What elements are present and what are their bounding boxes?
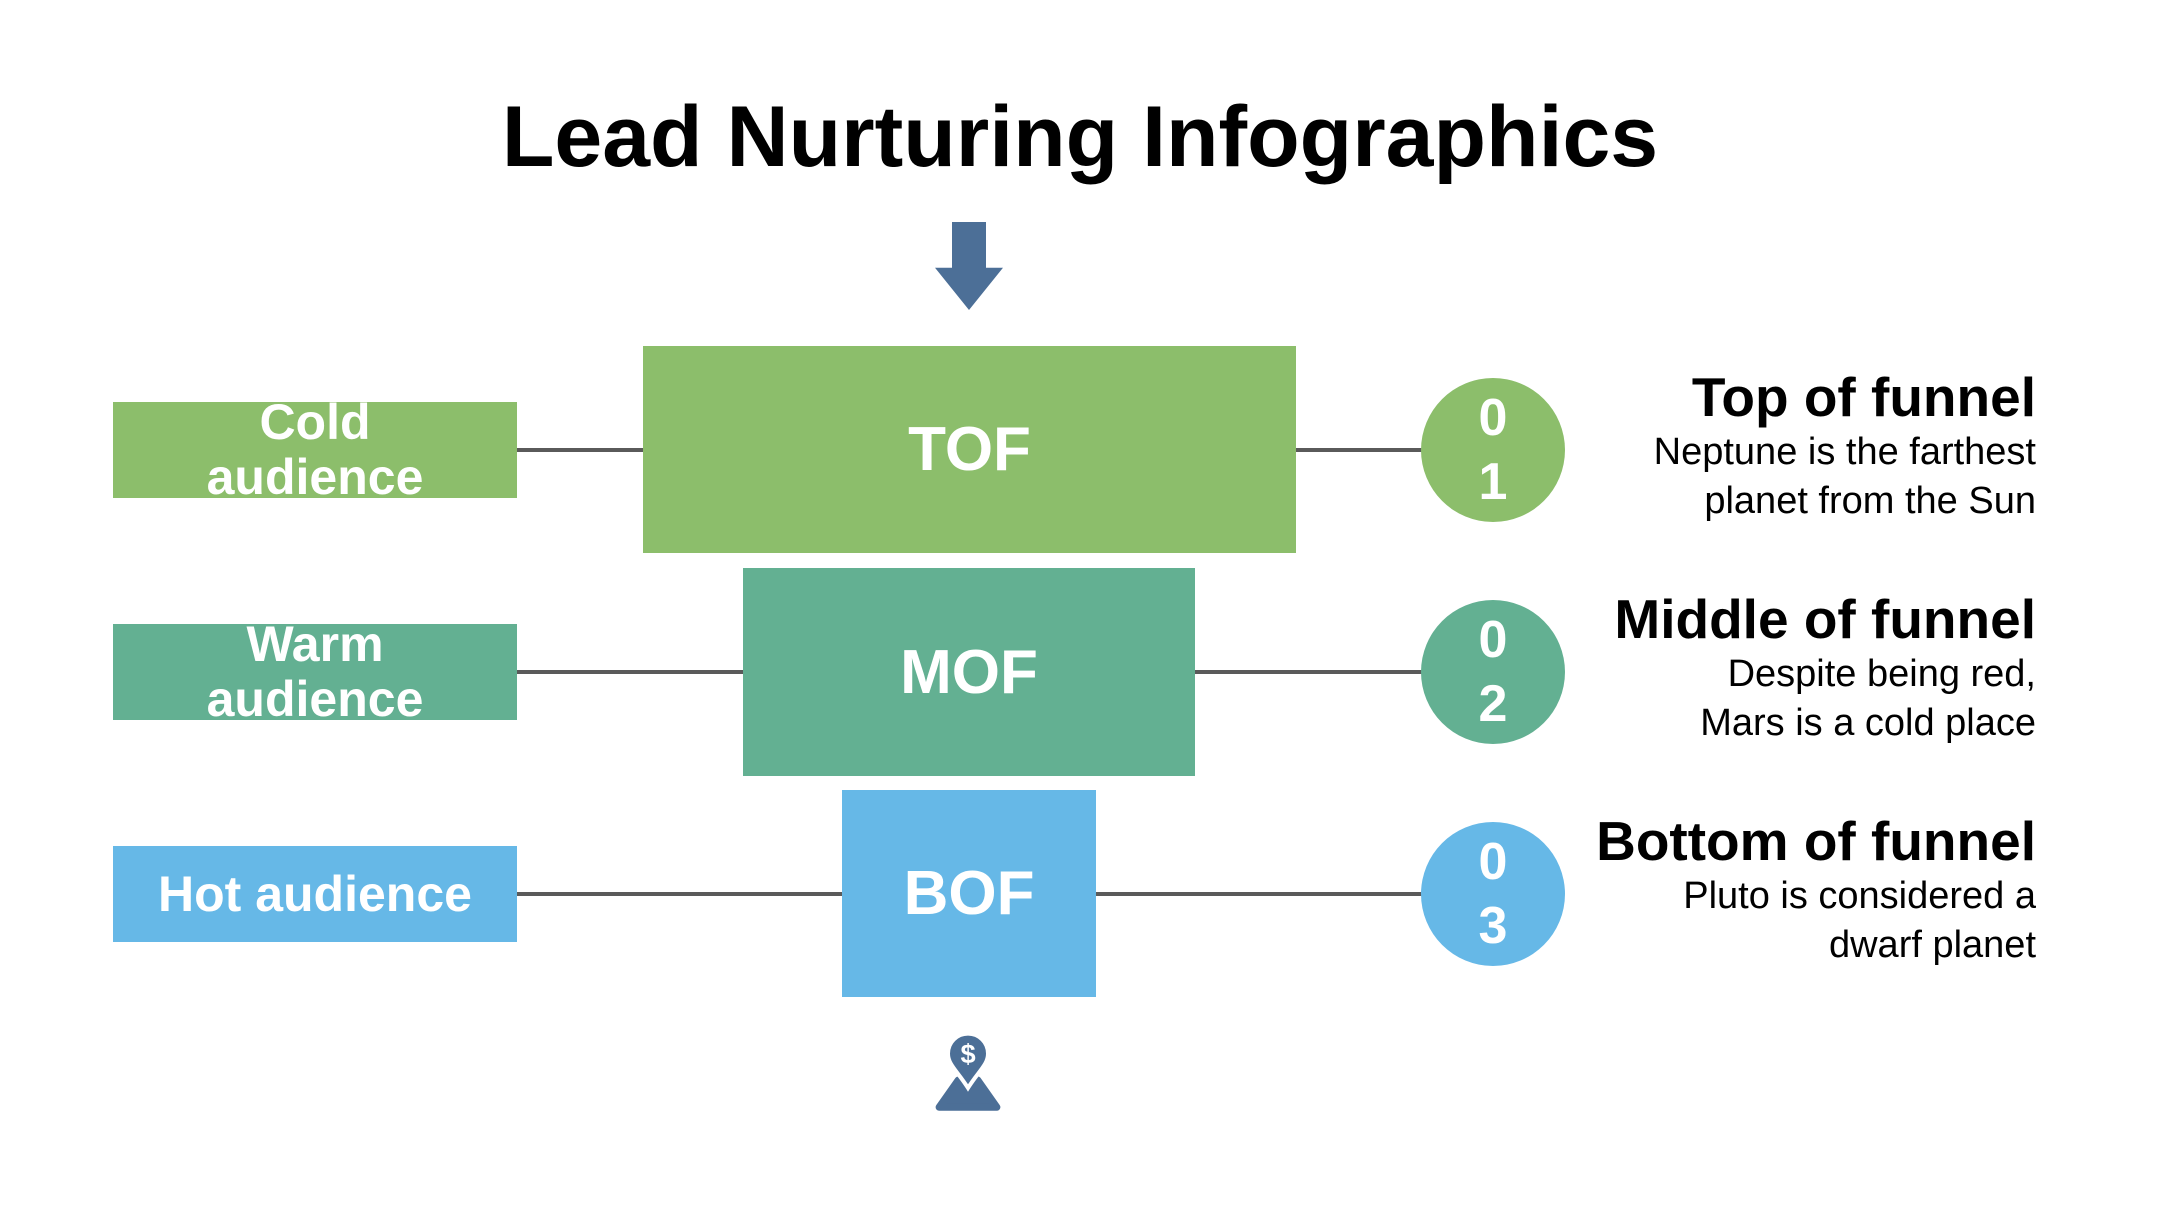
- page-title: Lead Nurturing Infographics: [501, 89, 1659, 185]
- dollar-sign-glyph: $: [960, 1038, 975, 1069]
- funnel-stage-label: TOF: [908, 415, 1031, 484]
- step-number-badge: 0 3: [1421, 822, 1565, 966]
- audience-label-line: audience: [206, 449, 424, 505]
- audience-label-box-hot: Hot audience: [113, 846, 517, 942]
- step-heading: Bottom of funnel: [1596, 810, 2036, 872]
- connector-line: [1096, 892, 1423, 896]
- audience-label-line: Hot audience: [158, 865, 472, 922]
- pin-marker-shape: [945, 1031, 991, 1092]
- step-info: Bottom of funnel Pluto is considered a d…: [1336, 810, 2036, 970]
- step-number-digit: 3: [1478, 897, 1508, 955]
- step-number-digit: 0: [1478, 611, 1508, 669]
- step-description-line: Pluto is considered a: [1683, 875, 2036, 917]
- connector-line: [1296, 448, 1423, 452]
- funnel-stage-box-bof: BOF: [842, 790, 1096, 997]
- audience-label-line: Warm: [246, 616, 384, 672]
- step-heading: Middle of funnel: [1614, 588, 2036, 650]
- step-number-badge: 0 1: [1421, 378, 1565, 522]
- step-description-line: dwarf planet: [1828, 924, 2036, 966]
- step-description-line: planet from the Sun: [1704, 480, 2036, 522]
- step-number-badge: 0 2: [1421, 600, 1565, 744]
- connector-line: [517, 670, 743, 674]
- pin-base-shape: [935, 1076, 1001, 1111]
- step-info: Top of funnel Neptune is the farthest pl…: [1336, 366, 2036, 526]
- step-number-digit: 2: [1478, 675, 1508, 733]
- down-arrow-icon: [935, 222, 1003, 310]
- connector-line: [517, 448, 643, 452]
- funnel-stage-label: MOF: [900, 637, 1038, 707]
- step-info: Middle of funnel Despite being red, Mars…: [1336, 588, 2036, 748]
- step-description-line: Neptune is the farthest: [1653, 431, 2036, 473]
- audience-label-box-cold: Cold audience: [113, 395, 517, 505]
- step-number-digit: 0: [1478, 389, 1508, 447]
- funnel-stage-box-mof: MOF: [743, 568, 1195, 776]
- funnel-stage-box-tof: TOF: [643, 346, 1296, 553]
- audience-label-line: audience: [206, 671, 424, 727]
- step-description-line: Despite being red,: [1727, 653, 2036, 695]
- step-heading: Top of funnel: [1691, 366, 2036, 428]
- step-number-digit: 1: [1478, 453, 1508, 511]
- audience-label-line: Cold: [259, 394, 371, 450]
- funnel-stage-label: BOF: [903, 859, 1035, 928]
- step-description-line: Mars is a cold place: [1700, 702, 2036, 744]
- connector-line: [1195, 670, 1423, 674]
- connector-line: [517, 892, 842, 896]
- step-number-digit: 0: [1478, 833, 1508, 891]
- audience-label-box-warm: Warm audience: [113, 617, 517, 727]
- dollar-location-pin-icon: $: [935, 1031, 1001, 1111]
